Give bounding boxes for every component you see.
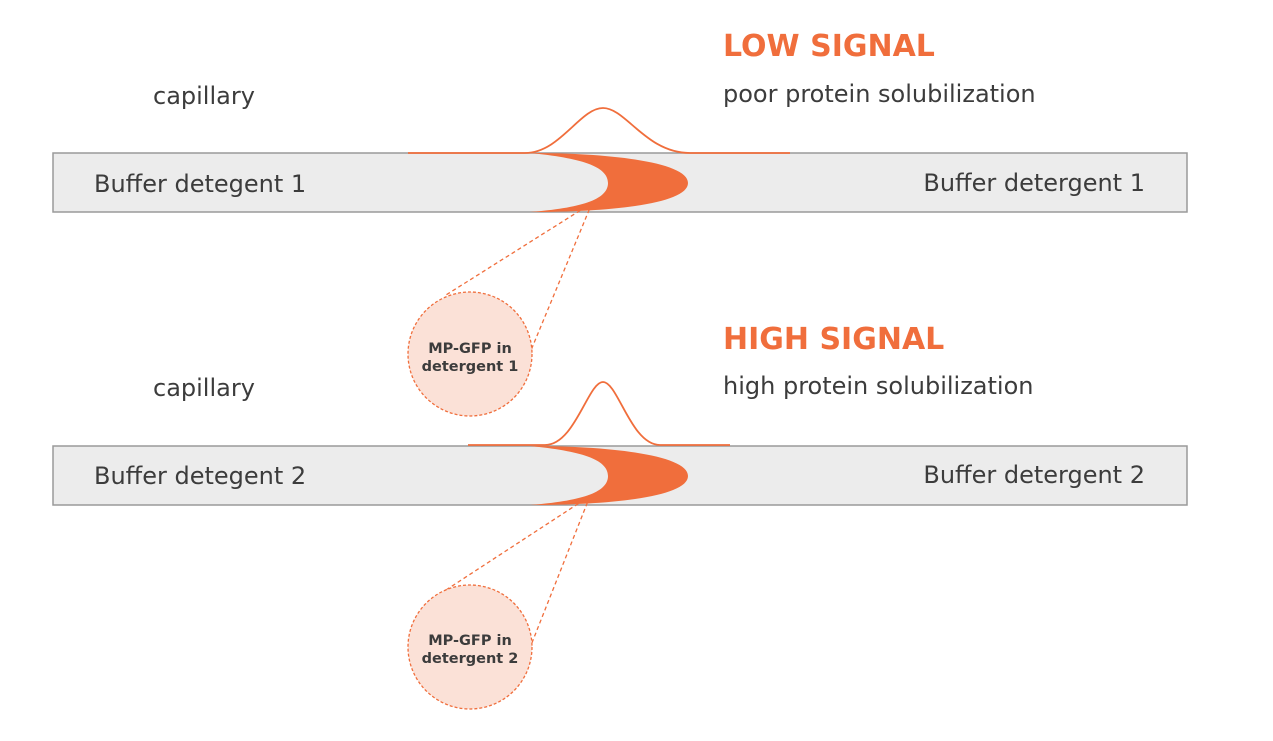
signal-title: HIGH SIGNAL xyxy=(723,322,944,357)
capillary-label: capillary xyxy=(153,82,255,110)
bubble-label-line1: MP-GFP in xyxy=(428,341,512,357)
signal-curve xyxy=(408,107,790,154)
buffer-right-label: Buffer detergent 2 xyxy=(923,461,1145,489)
zoom-line-right xyxy=(521,202,593,373)
panel-high-signal: HIGH SIGNAL high protein solubilization … xyxy=(52,322,1188,710)
signal-caption: high protein solubilization xyxy=(723,372,1033,400)
buffer-left-label: Buffer detegent 1 xyxy=(94,170,306,198)
bubble-label-line1: MP-GFP in xyxy=(428,633,512,649)
signal-caption: poor protein solubilization xyxy=(723,80,1036,108)
protein-band xyxy=(530,153,688,212)
zoom-bubble xyxy=(407,584,533,710)
buffer-right-label: Buffer detergent 1 xyxy=(923,169,1145,197)
zoom-line-right xyxy=(521,495,591,669)
signal-title: LOW SIGNAL xyxy=(723,29,935,64)
zoom-bubble xyxy=(407,291,533,417)
bubble-label-line2: detergent 1 xyxy=(422,359,519,375)
capillary-label: capillary xyxy=(153,374,255,402)
protein-band xyxy=(530,446,688,505)
signal-curve xyxy=(468,381,730,446)
zoom-line-left xyxy=(445,202,593,296)
zoom-line-left xyxy=(445,495,591,591)
buffer-left-label: Buffer detegent 2 xyxy=(94,462,306,490)
panel-low-signal: LOW SIGNAL poor protein solubilization c… xyxy=(52,29,1188,417)
bubble-label-line2: detergent 2 xyxy=(422,651,519,667)
